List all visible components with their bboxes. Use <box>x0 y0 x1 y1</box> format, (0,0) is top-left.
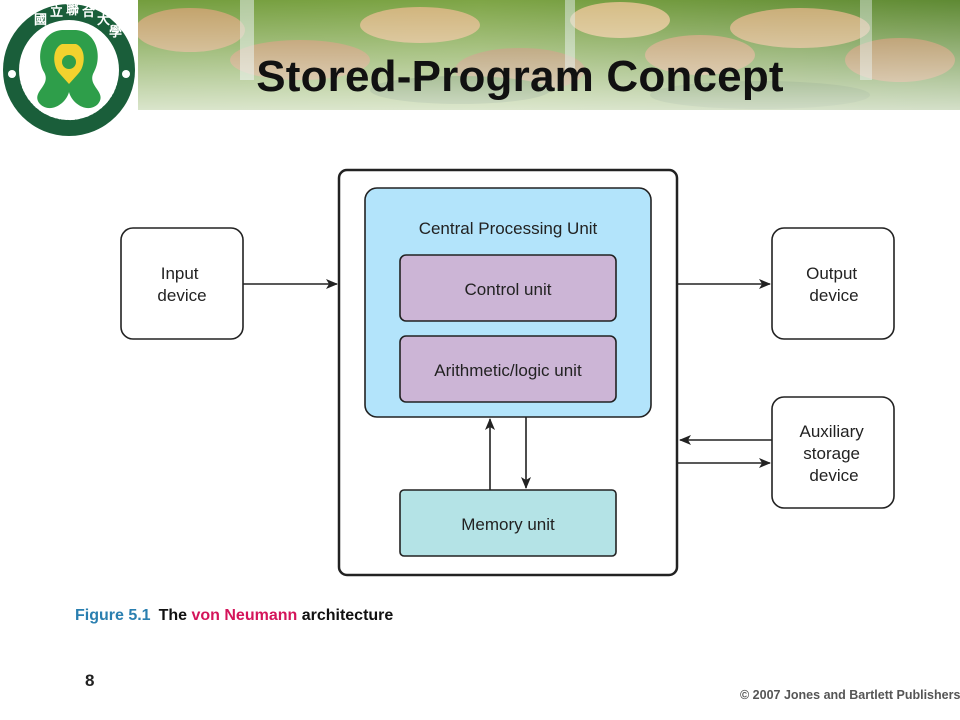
svg-text:聯: 聯 <box>66 2 79 17</box>
output-device-line-1: Output <box>806 264 857 283</box>
output-device-line-2: device <box>809 286 858 305</box>
figure-caption: Figure 5.1 The von Neumann architecture <box>75 607 393 625</box>
slide-title: Stored-Program Concept <box>256 52 784 101</box>
caption-highlight: von Neumann <box>191 607 298 624</box>
svg-text:立: 立 <box>50 4 63 19</box>
auxiliary-storage-line-3: device <box>809 466 858 485</box>
page-number: 8 <box>85 671 95 690</box>
cpu-label: Central Processing Unit <box>419 219 598 238</box>
control-unit-label: Control unit <box>465 280 552 299</box>
output-device-box <box>771 227 895 340</box>
input-device-line-1: Input <box>161 264 199 283</box>
university-logo: 國 立 聯 合 大 學 NATIONAL UNITED UNIVERSITY <box>0 0 138 140</box>
auxiliary-storage-line-1: Auxiliary <box>800 422 865 441</box>
input-device-line-2: device <box>157 286 206 305</box>
input-device-label: Input device <box>157 264 206 305</box>
alu-label: Arithmetic/logic unit <box>434 361 582 380</box>
alu-box <box>399 335 617 403</box>
auxiliary-storage-line-2: storage <box>803 444 860 463</box>
memory-unit-box <box>399 489 617 557</box>
svg-text:學: 學 <box>109 24 122 39</box>
output-device-label: Output device <box>806 264 862 305</box>
svg-text:合: 合 <box>82 4 96 19</box>
svg-text:國: 國 <box>34 12 47 27</box>
memory-unit-label: Memory unit <box>461 515 555 534</box>
auxiliary-storage-label: Auxiliary storage device <box>800 422 869 485</box>
figure-number: Figure 5.1 <box>75 607 151 624</box>
svg-text:大: 大 <box>97 12 110 27</box>
input-device-box <box>120 227 244 340</box>
caption-text-before: The <box>158 607 192 624</box>
control-unit-box <box>399 254 617 322</box>
caption-text-after: architecture <box>297 607 394 624</box>
header-banner <box>0 0 960 150</box>
copyright-notice: © 2007 Jones and Bartlett Publishers <box>740 688 960 702</box>
auxiliary-storage-box <box>771 396 895 509</box>
